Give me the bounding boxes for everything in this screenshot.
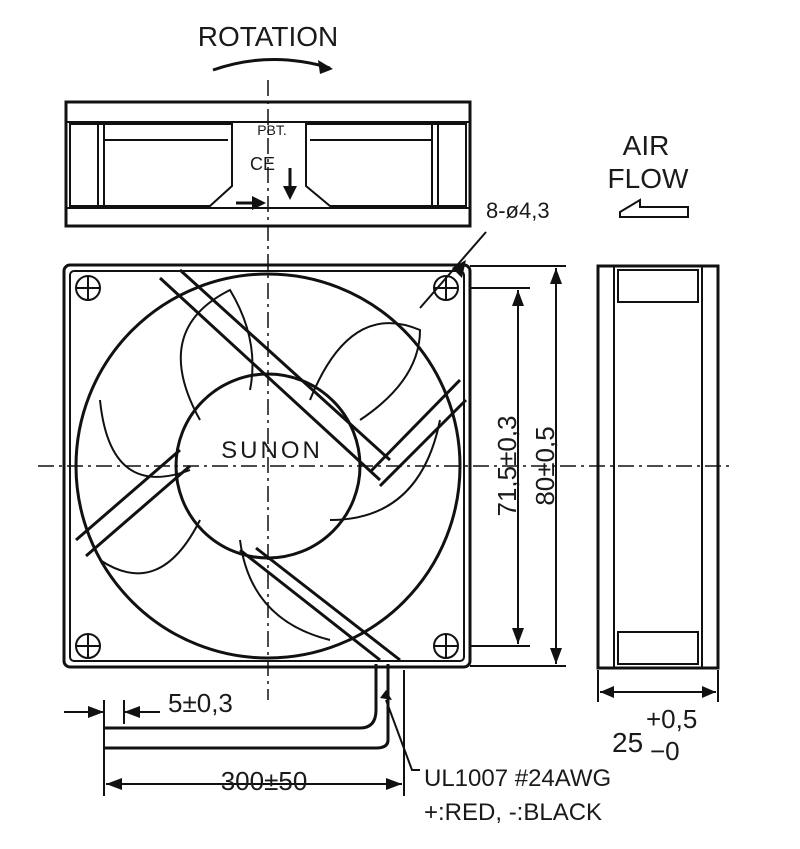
rotation-label: ROTATION	[198, 21, 339, 52]
front-view	[62, 263, 472, 669]
pbt-label: PBT.	[257, 122, 287, 138]
down-arrow-icon	[283, 168, 297, 200]
dim-lead-length	[103, 670, 405, 796]
wire-spec-line1: UL1007 #24AWG	[424, 765, 611, 792]
dim-lead-strip	[64, 700, 160, 724]
side-view	[596, 264, 720, 670]
hole-spec-label: 8-ø4,3	[486, 198, 550, 223]
dim-frame-label: 80±0,5	[530, 426, 560, 505]
mount-hole-icon	[433, 633, 459, 659]
dim-lead-strip-label: 5±0,3	[168, 688, 233, 718]
air-flow-arrow-icon	[619, 198, 689, 218]
dim-depth-minus: −0	[650, 736, 680, 766]
dim-depth-plus: +0,5	[646, 704, 697, 734]
air-flow-label-line2: FLOW	[608, 163, 689, 194]
dim-frame	[470, 265, 566, 667]
air-flow-label-line1: AIR	[623, 130, 670, 161]
rotation-arrow-icon	[212, 58, 333, 74]
lead-wires	[103, 664, 390, 760]
mount-hole-icon	[75, 633, 101, 659]
wire-spec-leader	[385, 699, 420, 771]
ce-mark: CE	[250, 154, 275, 174]
brand-label: SUNON	[221, 437, 323, 464]
dim-hole-pitch	[470, 287, 530, 647]
dim-depth-base: 25	[612, 727, 643, 758]
dim-lead-length-label: 300±50	[221, 766, 308, 796]
top-view	[64, 100, 472, 228]
right-arrow-icon	[236, 196, 266, 210]
mount-hole-icon	[433, 275, 459, 301]
mount-hole-icon	[75, 275, 101, 301]
dim-hole-pitch-label: 71,5±0,3	[492, 415, 522, 516]
dim-depth	[597, 670, 719, 702]
wire-spec-line2: +:RED, -:BLACK	[424, 799, 602, 826]
